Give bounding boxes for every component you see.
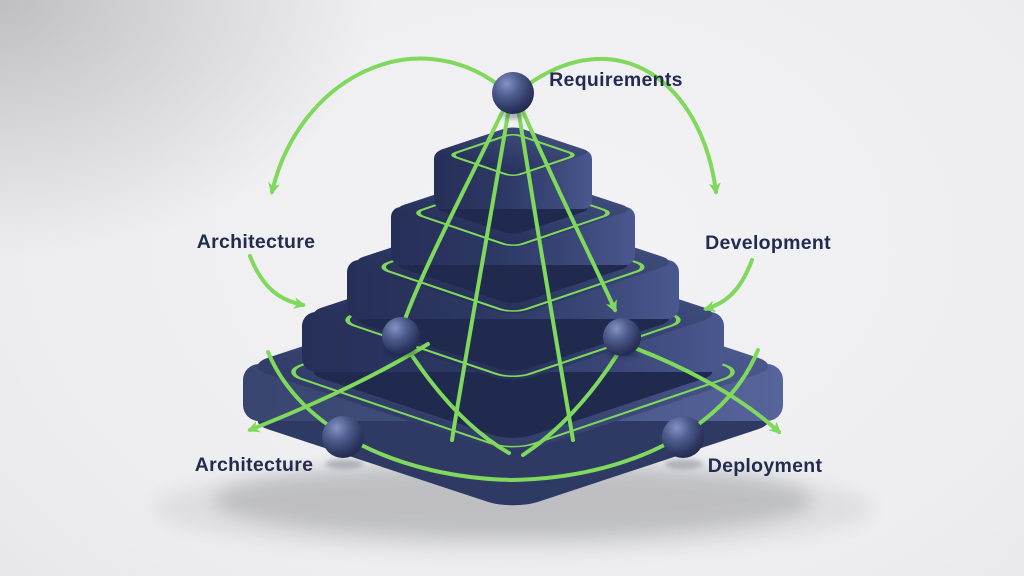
flow-base-orbit — [266, 348, 760, 483]
label-development: Development — [705, 232, 831, 254]
flow-mid-left-arrow — [248, 254, 306, 310]
label-deployment: Deployment — [708, 455, 823, 477]
label-architecture-middle: Architecture — [197, 231, 315, 253]
flow-left-node-continuation — [407, 349, 511, 455]
bottom-left-node — [322, 416, 364, 458]
flow-right-node-continuation — [521, 353, 619, 457]
nodes — [322, 72, 704, 469]
flow-arc-top-left-arrow — [268, 56, 502, 195]
label-architecture-bottom: Architecture — [195, 454, 313, 476]
flow-bottom-left-arrow — [247, 342, 430, 433]
bottom-right-node-shadow — [665, 459, 703, 469]
labels: Requirements Architecture Development Ar… — [195, 69, 831, 477]
bottom-right-node — [662, 416, 704, 458]
pyramid-tier-1 — [434, 127, 592, 234]
tier1-ring — [451, 134, 575, 176]
flow-mid-right-arrow — [703, 258, 754, 313]
bottom-left-node-shadow — [325, 459, 363, 469]
flow-apex-drape-left — [450, 100, 512, 442]
flow-arc-top-right-arrow — [524, 57, 721, 195]
flow-apex-to-left-node — [402, 100, 509, 324]
middle-right-node — [603, 318, 641, 356]
middle-left-node — [382, 317, 420, 355]
flow-apex-to-right-node-arrow — [517, 100, 617, 313]
flow-apex-drape-right — [515, 100, 575, 442]
flow-curves — [247, 56, 782, 483]
label-requirements: Requirements — [549, 69, 683, 91]
apex-node — [492, 72, 534, 114]
